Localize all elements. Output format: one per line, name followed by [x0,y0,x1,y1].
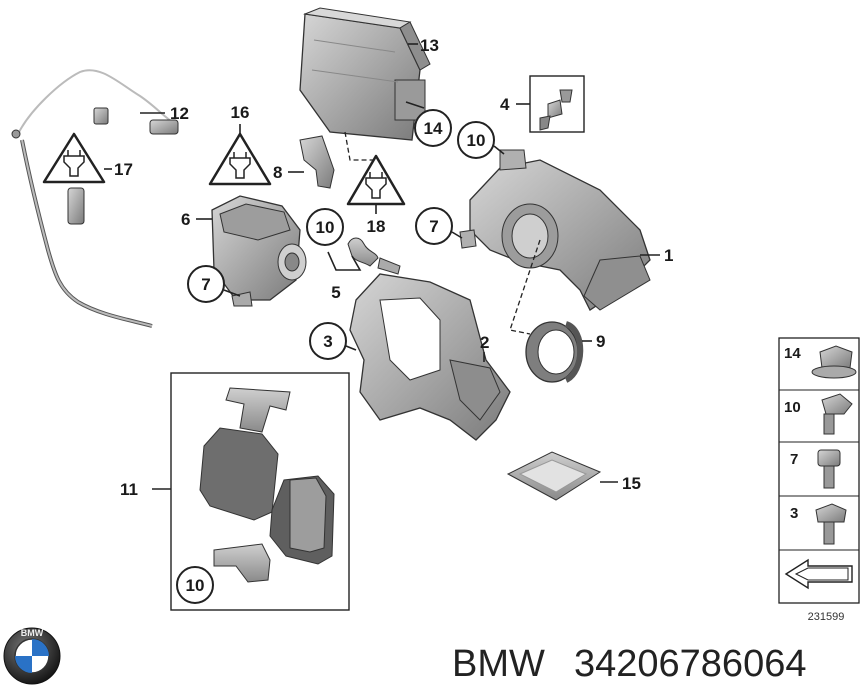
motor-actuator-part [211,195,307,307]
callout-11: 11 [120,480,138,499]
bleeder-valve-part [539,89,573,131]
callout-7b: 7 [429,217,438,236]
warning-triangle-icon-17 [42,132,106,184]
callout-9: 9 [596,332,605,351]
legend-item-3: 3 [790,505,798,522]
callout-16: 16 [231,103,250,122]
caliper-housing-part [459,149,651,311]
callout-10a: 10 [316,218,335,237]
callout-15: 15 [622,474,641,493]
spring-part [347,237,401,275]
legend-item-14: 14 [784,345,801,362]
control-unit-part [299,7,431,141]
bmw-logo-icon: BMW [3,627,61,685]
callout-10b: 10 [467,131,486,150]
grease-packet-part [506,451,602,501]
footer-part-number: 34206786064 [574,643,806,685]
callout-7a: 7 [201,275,210,294]
callout-8: 8 [273,163,282,182]
callout-13: 13 [420,36,439,55]
legend-item-7: 7 [790,451,798,468]
callout-5: 5 [331,283,340,302]
hardware-legend: 14 10 7 3 [778,337,860,604]
brake-pad-set-part [199,387,335,583]
warning-triangle-icon-16 [208,132,272,186]
bmw-logo-letters: BMW [21,628,44,638]
callout-1: 1 [664,246,673,265]
seal-ring-part [525,321,584,383]
caliper-carrier-part [349,273,511,441]
footer-brand: BMW [452,643,545,685]
callout-6: 6 [181,210,190,229]
callout-17: 17 [114,160,133,179]
legend-item-10: 10 [784,399,801,416]
callout-4: 4 [500,95,510,114]
callout-12: 12 [170,104,189,123]
wear-sensor-cable [11,69,179,328]
warning-triangle-icon-18 [346,154,406,206]
callout-18: 18 [367,217,386,236]
callout-14: 14 [424,119,443,138]
callout-10c: 10 [186,576,205,595]
bracket-part [299,135,335,189]
diagram-reference-number: 231599 [808,611,845,623]
callout-3-main: 3 [323,332,332,351]
callout-2: 2 [480,333,489,352]
